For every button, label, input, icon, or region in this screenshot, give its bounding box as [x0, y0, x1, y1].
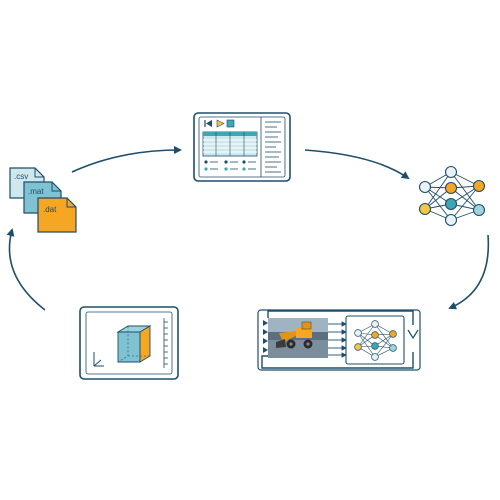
axis-triad-icon: [93, 352, 104, 367]
feedback-wire-bottom: [261, 352, 414, 369]
mini-network-node: [371, 320, 379, 328]
network-node: [472, 203, 486, 217]
wheel-loader-icon: [276, 321, 313, 349]
network-node: [444, 165, 458, 179]
ruler-ticks: [163, 318, 168, 368]
simulation-frame: [257, 309, 421, 371]
loader-scene-image: [268, 318, 328, 358]
mini-network-node: [389, 330, 397, 338]
dat-file-icon: .dat: [37, 197, 77, 233]
mini-network-node: [354, 329, 362, 337]
mini-network-node: [371, 342, 379, 350]
arrow-model-to-files: [6, 228, 46, 311]
csv-label: .csv: [14, 172, 28, 181]
play-icon: [216, 119, 225, 128]
network-node: [444, 213, 458, 227]
mini-network-node: [371, 331, 379, 339]
dat-label: .dat: [43, 205, 57, 214]
data-preparation-app-icon: [193, 112, 291, 182]
network-node: [418, 180, 432, 194]
property-panel-lines: [265, 121, 281, 173]
mat-label: .mat: [28, 187, 44, 196]
mini-network-node: [354, 343, 362, 351]
mini-network-edge: [357, 332, 376, 358]
arrow-network-to-simulation: [448, 234, 490, 310]
neural-network-icon: [418, 165, 486, 227]
embedded-network-box: [345, 315, 405, 365]
network-edge: [424, 186, 452, 221]
network-edge: [424, 171, 452, 210]
data-files-icon: .csv .mat .dat: [9, 167, 77, 233]
mini-network-edge: [374, 323, 394, 349]
signal-ports: [263, 320, 268, 353]
simulation-neural-network-icon: [257, 309, 421, 371]
arrow-files-to-app: [71, 146, 182, 173]
mini-network-node: [371, 353, 379, 361]
legend-rows: [204, 160, 256, 171]
step-back-icon: [204, 120, 212, 127]
arrow-app-to-network: [304, 149, 410, 180]
mini-network-edge: [357, 323, 376, 348]
network-node: [472, 179, 486, 193]
network-node: [444, 197, 458, 211]
network-edge: [450, 171, 480, 211]
data-table: [202, 131, 258, 157]
feedback-wire-top: [267, 310, 414, 325]
signal-lines: [328, 321, 348, 358]
3d-cube-model-icon: [79, 306, 179, 380]
network-edge: [450, 185, 480, 221]
stop-icon: [226, 119, 235, 128]
mini-network-node: [389, 344, 397, 352]
mini-network-edge: [374, 333, 394, 358]
network-node: [444, 181, 458, 195]
network-node: [418, 202, 432, 216]
cube-icon: [116, 325, 152, 363]
